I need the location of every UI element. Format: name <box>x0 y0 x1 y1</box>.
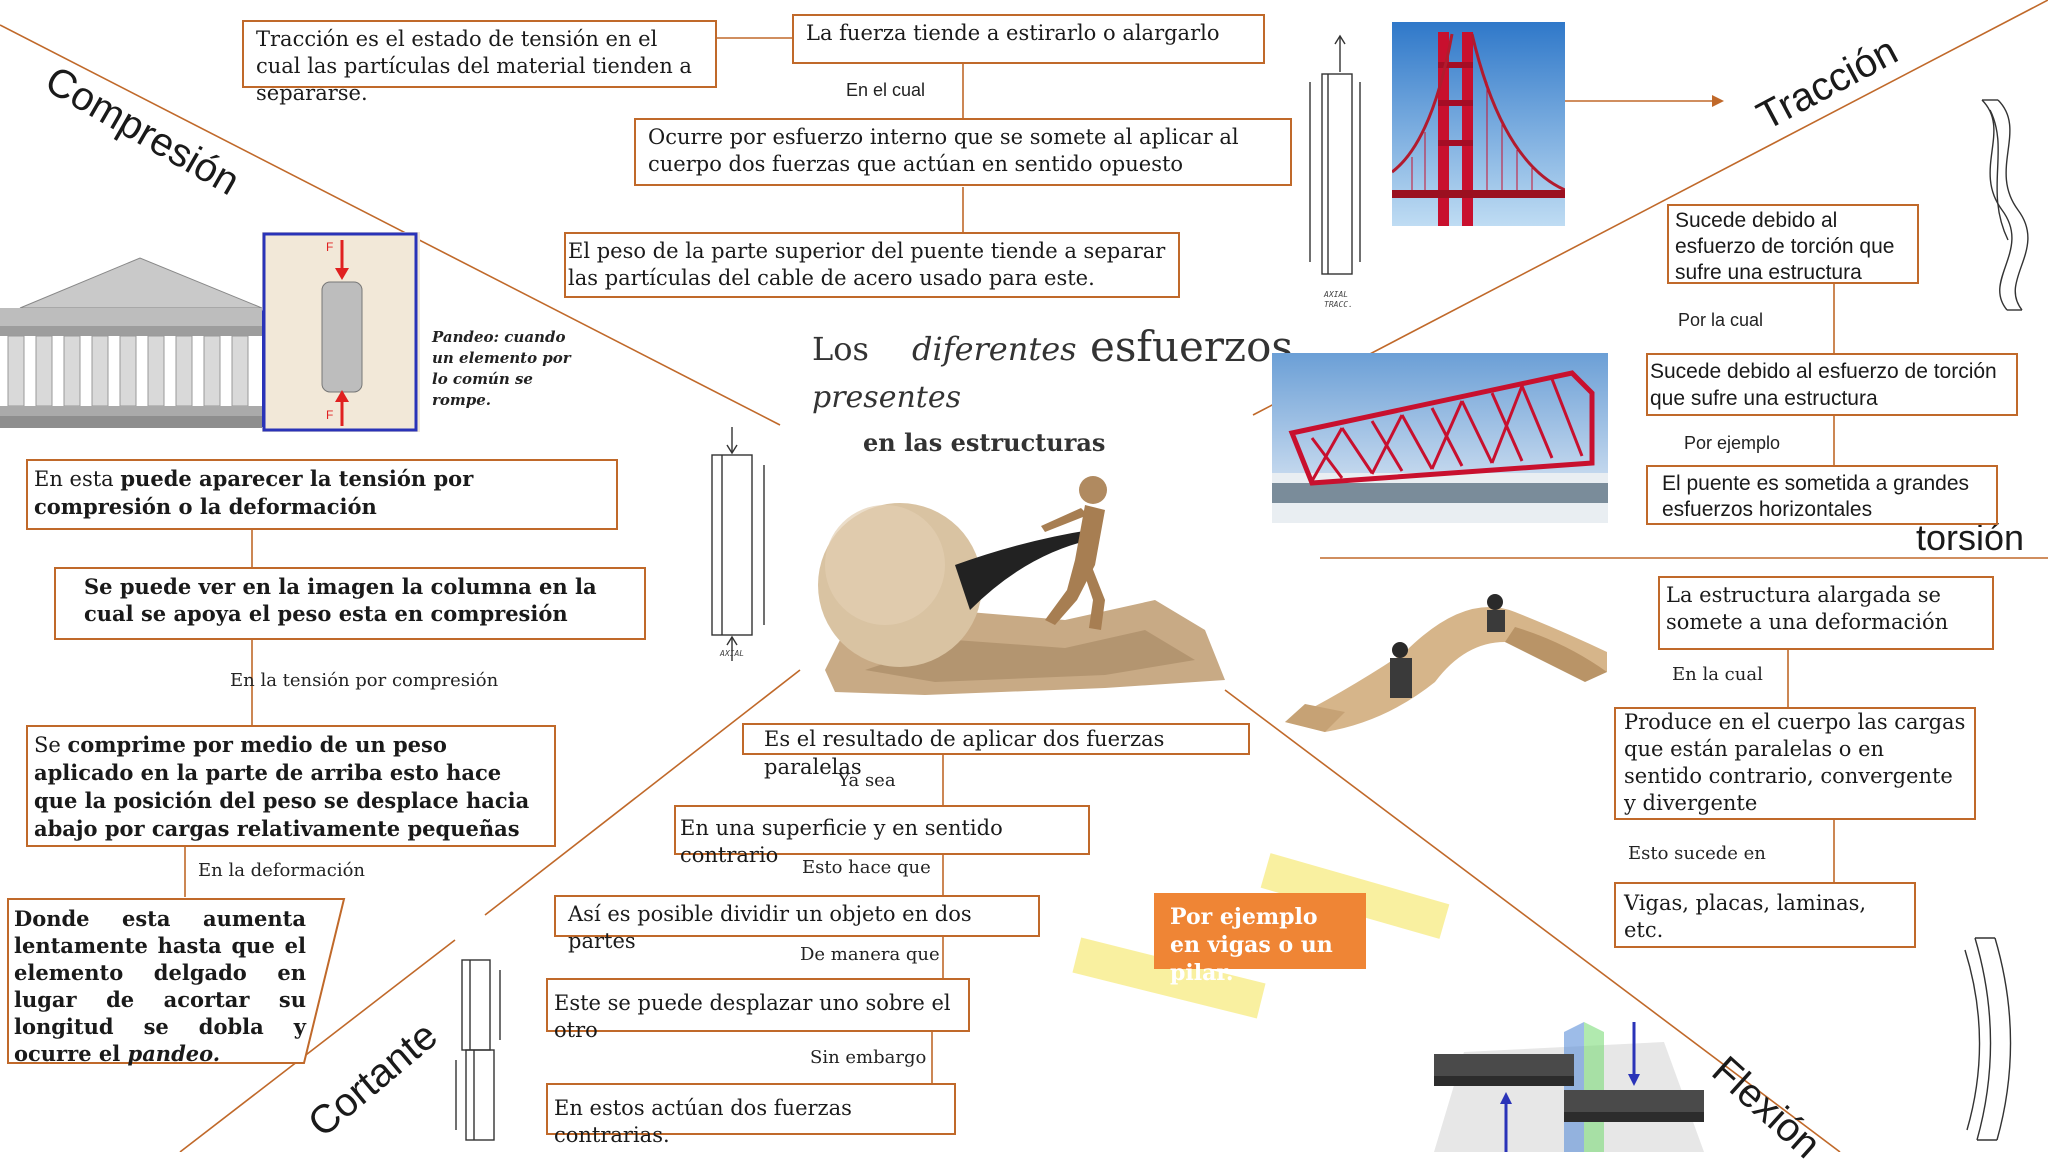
compresion-box-3: Se comprime por medio de un peso aplicad… <box>26 725 556 847</box>
cortante-box-1: Es el resultado de aplicar dos fuerzas p… <box>742 723 1250 779</box>
compresion-box-4-main: Donde esta aumenta lentamente hasta que … <box>14 906 306 1066</box>
title-diferentes: diferentes <box>912 330 1077 368</box>
cortante-conn-2: Esto hace que <box>802 857 931 878</box>
cortante-box-4: Este se puede desplazar uno sobre el otr… <box>546 978 970 1042</box>
bending-sketch <box>1955 930 2027 1146</box>
traccion-box-2: Ocurre por esfuerzo interno que se somet… <box>634 118 1292 186</box>
compresion-conn-1: En la tensión por compresión <box>230 670 499 691</box>
flexion-conn-2: Esto sucede en <box>1628 843 1766 864</box>
flexion-box-1: La estructura alargada se somete a una d… <box>1658 576 1994 650</box>
temple-frame-line <box>262 313 264 427</box>
compresion-box-4-pandeo: pandeo. <box>127 1041 221 1066</box>
torsion-conn-1: Por la cual <box>1678 310 1764 330</box>
compresion-box-3-bold: comprime por medio de un peso aplicado e… <box>34 732 530 841</box>
compression-sketch: AXIAL <box>700 425 780 665</box>
traccion-box-1: La fuerza tiende a estirarlo o alargarlo <box>792 14 1265 64</box>
shear-beams-image <box>1434 1022 1704 1152</box>
tension-sketch: AXIAL TRACC. <box>1300 32 1372 318</box>
greek-temple-image <box>0 238 262 430</box>
compresion-box-3-plain: Se <box>34 733 68 757</box>
title-en-las-estructuras: en las estructuras <box>863 428 1106 457</box>
twist-sketch <box>1962 90 2032 320</box>
torsion-box-2: Sucede debido al esfuerzo de torción que… <box>1646 353 2018 416</box>
cortante-box-2: En una superficie y en sentido contrario <box>674 805 1090 867</box>
torsion-conn-2: Por ejemplo <box>1684 433 1781 453</box>
shear-sketch <box>448 950 518 1150</box>
title-los: Los <box>812 330 869 368</box>
cortante-box-3: Así es posible dividir un objeto en dos … <box>554 895 1040 953</box>
cortante-conn-3: De manera que <box>800 944 940 965</box>
traccion-box-3: El peso de la parte superior del puente … <box>564 232 1180 298</box>
compresion-box-1-bold: puede aparecer la tensión por compresión… <box>34 466 474 519</box>
golden-gate-bridge-image <box>1392 22 1565 226</box>
red-truss-bridge-image <box>1272 353 1608 523</box>
curved-wood-bench-image <box>1285 572 1607 734</box>
pandeo-box-frame <box>7 898 346 1064</box>
compresion-box-1-plain: En esta <box>34 467 121 491</box>
compresion-box-2: Se puede ver en la imagen la columna en … <box>54 567 646 640</box>
sketch-axial-label: AXIAL <box>720 649 745 658</box>
man-pushing-boulder-image <box>805 470 1225 695</box>
cortante-conn-1: Ya sea <box>838 770 896 791</box>
flexion-conn-1: En la cual <box>1672 664 1763 685</box>
sketch-axial-tracc-label: AXIAL TRACC. <box>1324 290 1353 309</box>
cortante-box-5: En estos actúan dos fuerzas contrarias. <box>546 1083 956 1147</box>
traccion-conn-1: En el cual <box>846 80 926 100</box>
title-presentes: presentes <box>812 380 961 415</box>
force-f-bottom-label: F <box>326 408 334 422</box>
title-esfuerzos: esfuerzos <box>1090 322 1293 371</box>
flexion-box-2: Produce en el cuerpo las cargas que está… <box>1614 707 1976 820</box>
traccion-definition: Tracción es el estado de tensión en el c… <box>242 20 717 105</box>
compresion-conn-2: En la deformación <box>198 860 366 881</box>
pandeo-note: Pandeo: cuando un elemento por lo común … <box>432 328 571 409</box>
cortante-conn-4: Sin embargo <box>810 1047 927 1068</box>
torsion-box-3: El puente es sometida a grandes esfuerzo… <box>1646 465 1998 525</box>
column-compression-zoom: F F <box>262 232 420 432</box>
flexion-box-3: Vigas, placas, laminas, etc. <box>1614 882 1916 948</box>
torsion-box-1: Sucede debido al esfuerzo de torción que… <box>1667 204 1919 284</box>
compresion-box-1: En esta puede aparecer la tensión por co… <box>26 459 618 530</box>
compresion-box-4: Donde esta aumenta lentamente hasta que … <box>14 905 306 1067</box>
flexion-example-box: Por ejemplo en vigas o un pilar. <box>1154 893 1366 986</box>
force-f-top-label: F <box>326 240 334 254</box>
